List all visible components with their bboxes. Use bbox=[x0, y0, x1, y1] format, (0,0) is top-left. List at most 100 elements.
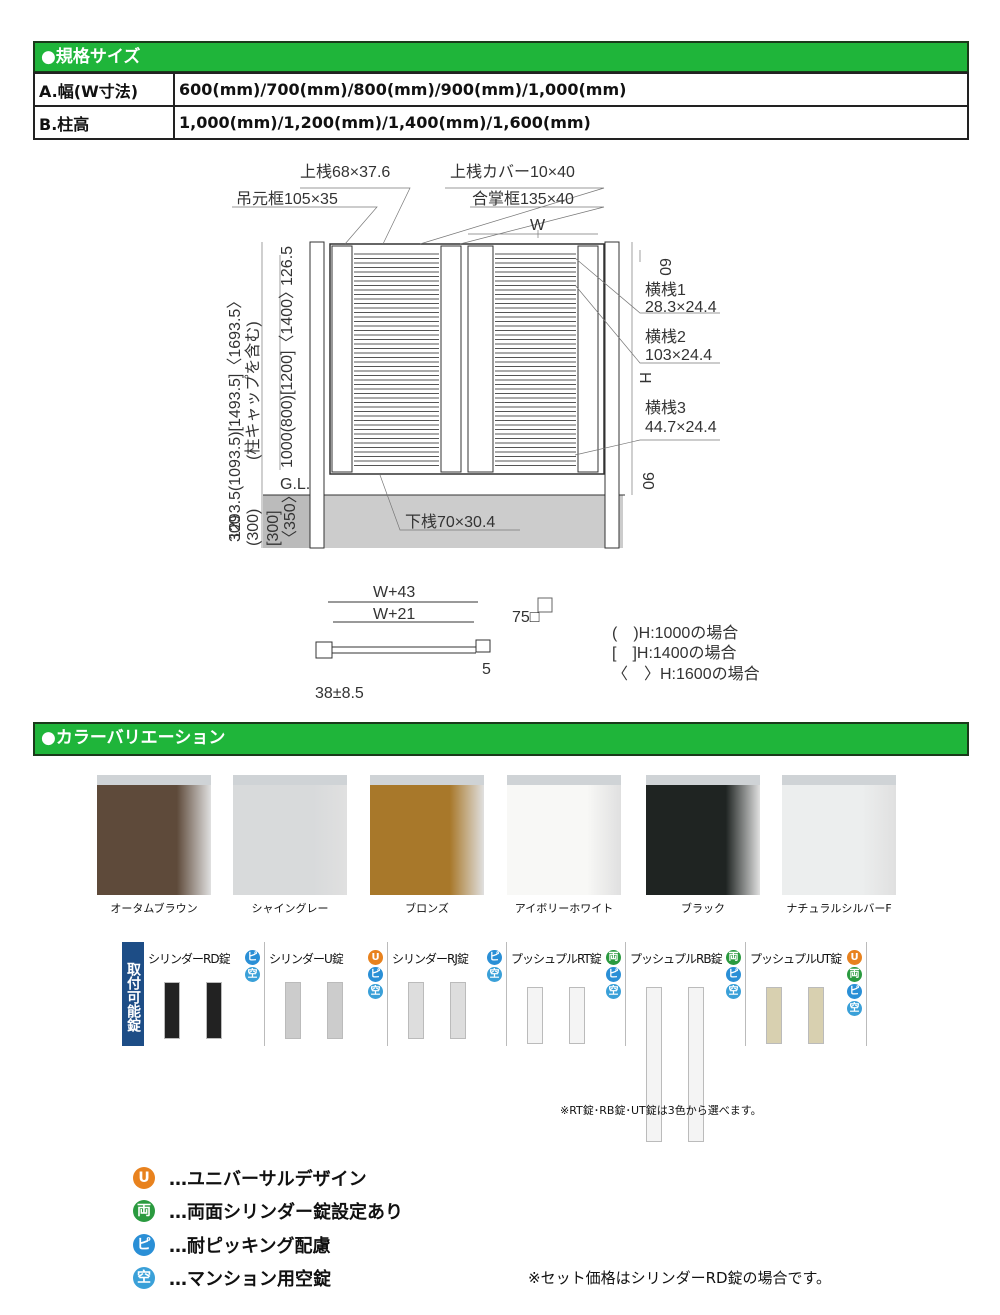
label-meeting-frame: 合掌框135×40 bbox=[472, 190, 574, 208]
badge-icon: U bbox=[133, 1167, 155, 1189]
label-126: 126.5 bbox=[279, 246, 296, 286]
legend-text: …耐ピッキング配慮 bbox=[169, 1236, 331, 1257]
badge-icon: 空 bbox=[133, 1267, 155, 1289]
badge-icon: ピ bbox=[726, 967, 741, 982]
label-post: 75□ bbox=[512, 609, 540, 626]
label-bury4: 〈350〉 bbox=[282, 487, 299, 546]
badge-icon: 両 bbox=[133, 1200, 155, 1222]
label-gl: G.L. bbox=[280, 476, 310, 493]
badge-icon: 空 bbox=[245, 967, 260, 982]
lock-image bbox=[327, 982, 343, 1039]
color-swatch bbox=[507, 775, 621, 895]
color-name: シャイングレー bbox=[251, 902, 329, 915]
label-rail1-size: 28.3×24.4 bbox=[645, 299, 717, 316]
badge-icon: 両 bbox=[726, 950, 741, 965]
legend-item: 空 …マンション用空錠 bbox=[133, 1265, 331, 1291]
label-rail2-size: 103×24.4 bbox=[645, 347, 712, 364]
row-value: 1,000(mm)/1,200(mm)/1,400(mm)/1,600(mm) bbox=[173, 105, 969, 140]
label-left-h: 1000(800)[1200]〈1400〉 bbox=[279, 283, 296, 468]
label-bury1: 300 bbox=[227, 515, 244, 542]
color-header: ●カラーバリエーション bbox=[33, 722, 969, 756]
badge-icon: 空 bbox=[368, 984, 383, 999]
label-rail2: 横桟2 bbox=[645, 328, 686, 346]
legend-text: …ユニバーサルデザイン bbox=[169, 1169, 367, 1190]
lock-name: プッシュプルUT錠 bbox=[750, 952, 842, 966]
badge-icon: 空 bbox=[726, 984, 741, 999]
lock-image bbox=[206, 982, 222, 1039]
row-label: A.幅(W寸法) bbox=[33, 72, 175, 107]
lock-name: プッシュプルRT錠 bbox=[511, 952, 602, 966]
label-bottom-rail: 下桟70×30.4 bbox=[405, 513, 495, 531]
color-swatch bbox=[233, 775, 347, 895]
badge-icon: 空 bbox=[847, 1001, 862, 1016]
label-5: 5 bbox=[482, 661, 491, 678]
legend-text: …マンション用空錠 bbox=[169, 1269, 331, 1290]
lock-image bbox=[527, 987, 543, 1044]
label-rail3: 横桟3 bbox=[645, 399, 686, 417]
label-w21: W+21 bbox=[373, 606, 415, 623]
row-value: 600(mm)/700(mm)/800(mm)/900(mm)/1,000(mm… bbox=[173, 72, 969, 107]
color-swatch bbox=[646, 775, 760, 895]
badge-icon: U bbox=[368, 950, 383, 965]
label-top-rail: 上桟68×37.6 bbox=[300, 163, 390, 181]
lock-side-label: 取付可能錠 bbox=[122, 942, 144, 1046]
label-w: W bbox=[530, 217, 546, 234]
footnote: ※セット価格はシリンダーRD錠の場合です。 bbox=[528, 1269, 832, 1287]
plan-note: [ ]H:1400の場合 bbox=[612, 644, 737, 662]
label-left-total2: (柱キャップを含む) bbox=[244, 321, 262, 460]
lock-name: シリンダーRJ錠 bbox=[392, 952, 469, 966]
gate-elevation-diagram: 上桟68×37.6 上桟カバー10×40 吊元框105×35 合掌框135×40… bbox=[227, 163, 760, 702]
badge-icon: 両 bbox=[606, 950, 621, 965]
lock-note: ※RT錠･RB錠･UT錠は3色から選べます。 bbox=[560, 1104, 762, 1117]
lock-name: プッシュプルRB錠 bbox=[630, 952, 723, 966]
badge-icon: ピ bbox=[133, 1234, 155, 1256]
color-name: アイボリーホワイト bbox=[514, 902, 614, 915]
lock-image bbox=[569, 987, 585, 1044]
color-name: ブロンズ bbox=[405, 902, 449, 915]
badge-icon: ピ bbox=[847, 984, 862, 999]
color-swatch bbox=[782, 775, 896, 895]
color-name: ブラック bbox=[681, 902, 725, 915]
lock-option: シリンダーRD錠ピ空 bbox=[144, 942, 265, 1046]
lock-name: シリンダーRD錠 bbox=[148, 952, 231, 966]
lock-image bbox=[285, 982, 301, 1039]
lock-image bbox=[688, 987, 704, 1142]
label-offset: 38±8.5 bbox=[315, 685, 364, 702]
badge-icon: U bbox=[847, 950, 862, 965]
label-90: 90 bbox=[639, 472, 656, 490]
lock-image bbox=[164, 982, 180, 1039]
badge-icon: ピ bbox=[487, 950, 502, 965]
badge-icon: ピ bbox=[245, 950, 260, 965]
badge-icon: ピ bbox=[368, 967, 383, 982]
label-rail3-size: 44.7×24.4 bbox=[645, 419, 717, 436]
badge-icon: ピ bbox=[606, 967, 621, 982]
plan-note: 〈 〉H:1600の場合 bbox=[612, 665, 760, 683]
label-rail1: 横桟1 bbox=[645, 281, 686, 299]
label-60: 60 bbox=[656, 258, 673, 276]
plan-note: ( )H:1000の場合 bbox=[612, 624, 738, 642]
row-label: B.柱高 bbox=[33, 105, 175, 140]
color-name: オータムブラウン bbox=[110, 902, 198, 915]
spec-header: ●規格サイズ bbox=[33, 41, 969, 73]
label-w43: W+43 bbox=[373, 584, 415, 601]
label-bury2: (300) bbox=[245, 509, 262, 546]
label-left-total: 1293.5(1093.5)[1493.5]〈1693.5〉 bbox=[227, 293, 244, 540]
badge-icon: 空 bbox=[487, 967, 502, 982]
legend-item: ピ …耐ピッキング配慮 bbox=[133, 1232, 330, 1258]
lock-image bbox=[408, 982, 424, 1039]
lock-option: シリンダーRJ錠 ピ空 bbox=[388, 942, 507, 1046]
lock-name: シリンダーU錠 bbox=[269, 952, 344, 966]
table-row: A.幅(W寸法)600(mm)/700(mm)/800(mm)/900(mm)/… bbox=[33, 72, 969, 107]
label-bury3: [300] bbox=[265, 510, 282, 546]
color-swatch bbox=[97, 775, 211, 895]
legend-text: …両面シリンダー錠設定あり bbox=[169, 1202, 403, 1223]
lock-option: プッシュプルRT錠両ピ空 bbox=[507, 942, 626, 1046]
spec-table: A.幅(W寸法)600(mm)/700(mm)/800(mm)/900(mm)/… bbox=[33, 72, 969, 140]
lock-option: プッシュプルRB錠両ピ空 bbox=[626, 942, 746, 1142]
label-hinge-frame: 吊元框105×35 bbox=[236, 190, 338, 208]
color-swatch bbox=[370, 775, 484, 895]
label-top-cover: 上桟カバー10×40 bbox=[450, 163, 575, 181]
lock-image bbox=[646, 987, 662, 1142]
